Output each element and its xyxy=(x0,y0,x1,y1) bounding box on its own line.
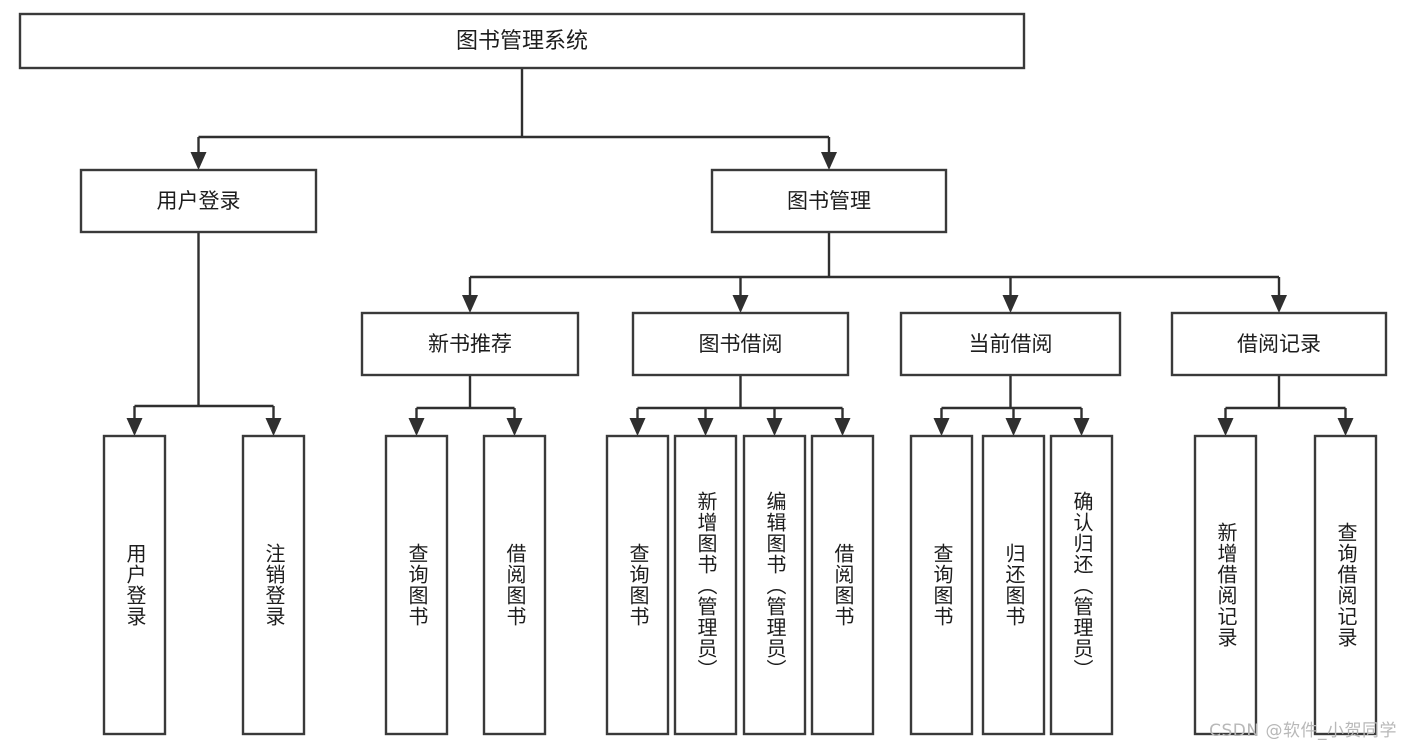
node-leaf-6[interactable] xyxy=(742,434,807,736)
node-level3-label-0: 新书推荐 xyxy=(428,332,512,356)
node-level3-3[interactable] xyxy=(1170,311,1388,377)
node-level2-1[interactable] xyxy=(710,168,948,234)
arrow-head-leaf-10 xyxy=(1073,418,1090,436)
node-leaf-7[interactable] xyxy=(810,434,875,736)
arrow-head-leaf-0 xyxy=(126,418,143,436)
arrow-head-level3-0 xyxy=(462,295,478,313)
node-level3-label-3: 借阅记录 xyxy=(1237,332,1321,356)
node-leaf-11[interactable] xyxy=(1193,434,1258,736)
csdn-watermark: CSDN @软件_小贺同学 xyxy=(1209,721,1397,741)
connector-layer xyxy=(126,68,1354,436)
arrow-head-leaf-4 xyxy=(629,418,646,436)
node-leaf-2[interactable] xyxy=(384,434,449,736)
arrow-head-leaf-1 xyxy=(265,418,282,436)
arrow-head-level3-3 xyxy=(1271,295,1287,313)
arrow-head-leaf-3 xyxy=(506,418,523,436)
arrow-head-level2-0 xyxy=(190,152,207,170)
node-level3-0[interactable] xyxy=(360,311,580,377)
node-leaf-8[interactable] xyxy=(909,434,974,736)
arrow-head-leaf-6 xyxy=(766,418,783,436)
node-root-label: 图书管理系统 xyxy=(456,29,588,54)
node-leaf-1[interactable] xyxy=(241,434,306,736)
arrow-head-level3-2 xyxy=(1002,295,1019,313)
node-leaf-0[interactable] xyxy=(102,434,167,736)
node-root[interactable] xyxy=(18,12,1026,70)
node-level3-label-1: 图书借阅 xyxy=(699,332,783,356)
node-leaf-3[interactable] xyxy=(482,434,547,736)
node-leaf-12[interactable] xyxy=(1313,434,1378,736)
arrow-head-leaf-8 xyxy=(933,418,950,436)
node-leaf-5[interactable] xyxy=(673,434,738,736)
node-level2-label-1: 图书管理 xyxy=(787,189,871,213)
arrow-head-level3-1 xyxy=(732,295,749,313)
arrow-head-leaf-9 xyxy=(1005,418,1022,436)
node-leaf-10[interactable] xyxy=(1049,434,1114,736)
node-level2-0[interactable] xyxy=(79,168,318,234)
arrow-head-leaf-2 xyxy=(408,418,425,436)
node-box-layer xyxy=(18,12,1388,736)
arrow-head-leaf-11 xyxy=(1217,418,1234,436)
node-leaf-4[interactable] xyxy=(605,434,670,736)
arrow-head-level2-1 xyxy=(821,152,837,170)
node-level2-label-0: 用户登录 xyxy=(157,189,241,213)
arrow-head-leaf-12 xyxy=(1337,418,1354,436)
node-level3-1[interactable] xyxy=(631,311,850,377)
arrow-head-leaf-5 xyxy=(697,418,714,436)
node-level3-2[interactable] xyxy=(899,311,1122,377)
node-leaf-9[interactable] xyxy=(981,434,1046,736)
node-level3-label-2: 当前借阅 xyxy=(969,332,1053,356)
arrow-head-leaf-7 xyxy=(834,418,851,436)
